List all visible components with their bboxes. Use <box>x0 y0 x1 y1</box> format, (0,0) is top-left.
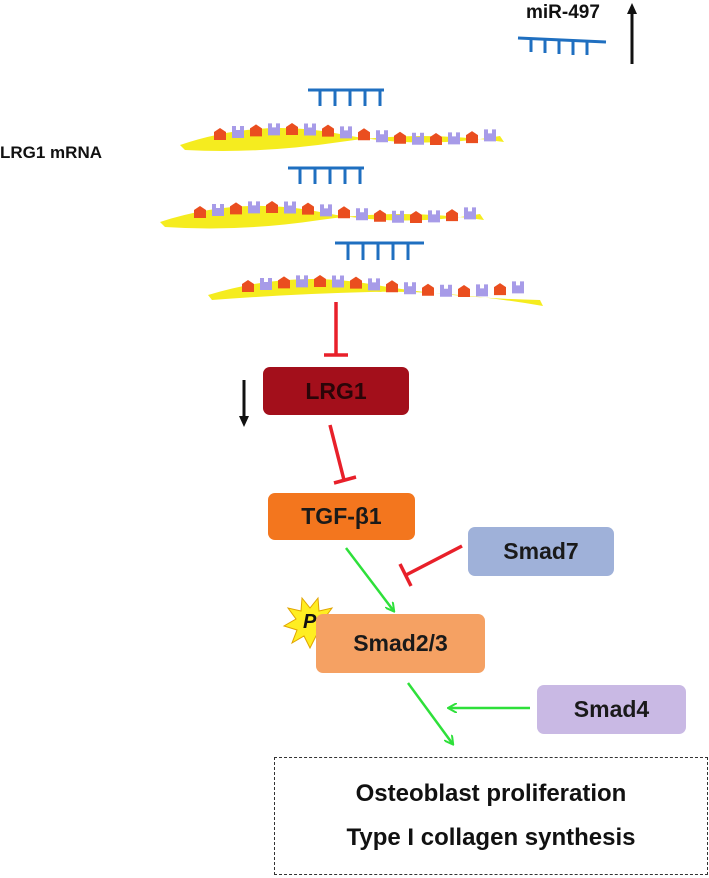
bases-3 <box>242 275 524 297</box>
base-orange <box>314 275 326 288</box>
base-orange <box>286 123 298 136</box>
base-orange <box>358 128 370 141</box>
mrna-strand-3 <box>208 241 543 306</box>
base-orange <box>466 131 478 144</box>
base-purple <box>340 126 352 139</box>
base-purple <box>440 284 452 297</box>
base-purple <box>428 210 440 223</box>
tgf-beta1-node: TGF-β1 <box>268 493 415 540</box>
base-orange <box>494 283 506 296</box>
outcome-line-1: Osteoblast proliferation <box>355 780 627 807</box>
outcome-line-2: Type I collagen synthesis <box>346 824 636 851</box>
base-purple <box>284 201 296 214</box>
mrna-strand-1 <box>180 88 504 151</box>
mirna-comb-3 <box>335 241 424 260</box>
base-purple <box>320 204 332 217</box>
base-orange <box>430 132 442 145</box>
base-purple <box>512 281 524 294</box>
base-orange <box>458 284 470 297</box>
base-orange <box>386 280 398 293</box>
base-purple <box>260 278 272 291</box>
base-purple <box>268 123 280 136</box>
base-purple <box>248 201 260 214</box>
lrg1-node: LRG1 <box>263 367 409 415</box>
smad4-node: Smad4 <box>537 685 686 734</box>
base-purple <box>296 275 308 288</box>
base-orange <box>230 202 242 215</box>
base-orange <box>338 206 350 219</box>
base-orange <box>422 283 434 296</box>
mirna-comb-2 <box>288 166 364 184</box>
inhibit-arrow-mrna-lrg1 <box>324 302 348 357</box>
base-purple <box>448 132 460 145</box>
outcome-box: Osteoblast proliferation Type I collagen… <box>274 757 708 875</box>
base-purple <box>376 130 388 143</box>
bases-1 <box>214 123 496 145</box>
mrna-label: LRG1 mRNA <box>0 143 103 162</box>
phospho-label: P <box>303 611 317 633</box>
bases-2 <box>194 201 476 223</box>
base-orange <box>322 124 334 137</box>
base-purple <box>356 208 368 221</box>
base-orange <box>350 276 362 289</box>
smad2-3-node: Smad2/3 <box>316 614 485 673</box>
mirna-comb-1 <box>308 88 384 106</box>
base-purple <box>232 126 244 139</box>
base-purple <box>476 284 488 297</box>
base-orange <box>394 131 406 144</box>
base-orange <box>446 209 458 222</box>
smad7-node: Smad7 <box>468 527 614 576</box>
mirna-label: miR-497 <box>526 2 600 23</box>
base-orange <box>266 201 278 214</box>
activate-arrow-smad23-outcome <box>406 682 452 743</box>
base-purple <box>484 129 496 142</box>
activate-arrow-tgf-smad23 <box>345 547 393 610</box>
base-orange <box>278 276 290 289</box>
base-purple <box>212 204 224 217</box>
base-purple <box>464 207 476 220</box>
mirna-top-comb <box>517 36 607 55</box>
base-orange <box>194 206 206 218</box>
inhibit-arrow-lrg1-tgf <box>328 424 357 485</box>
inhibit-arrow-smad7 <box>398 544 463 587</box>
base-purple <box>368 278 380 291</box>
base-purple <box>412 132 424 145</box>
base-purple <box>392 210 404 223</box>
base-purple <box>304 123 316 136</box>
base-orange <box>302 202 314 215</box>
base-orange <box>374 209 386 222</box>
base-orange <box>250 124 262 137</box>
mrna-strand-2 <box>160 166 484 229</box>
base-purple <box>332 275 344 288</box>
base-purple <box>404 282 416 295</box>
base-orange <box>410 210 422 223</box>
base-orange <box>242 280 254 292</box>
base-orange <box>214 128 226 140</box>
